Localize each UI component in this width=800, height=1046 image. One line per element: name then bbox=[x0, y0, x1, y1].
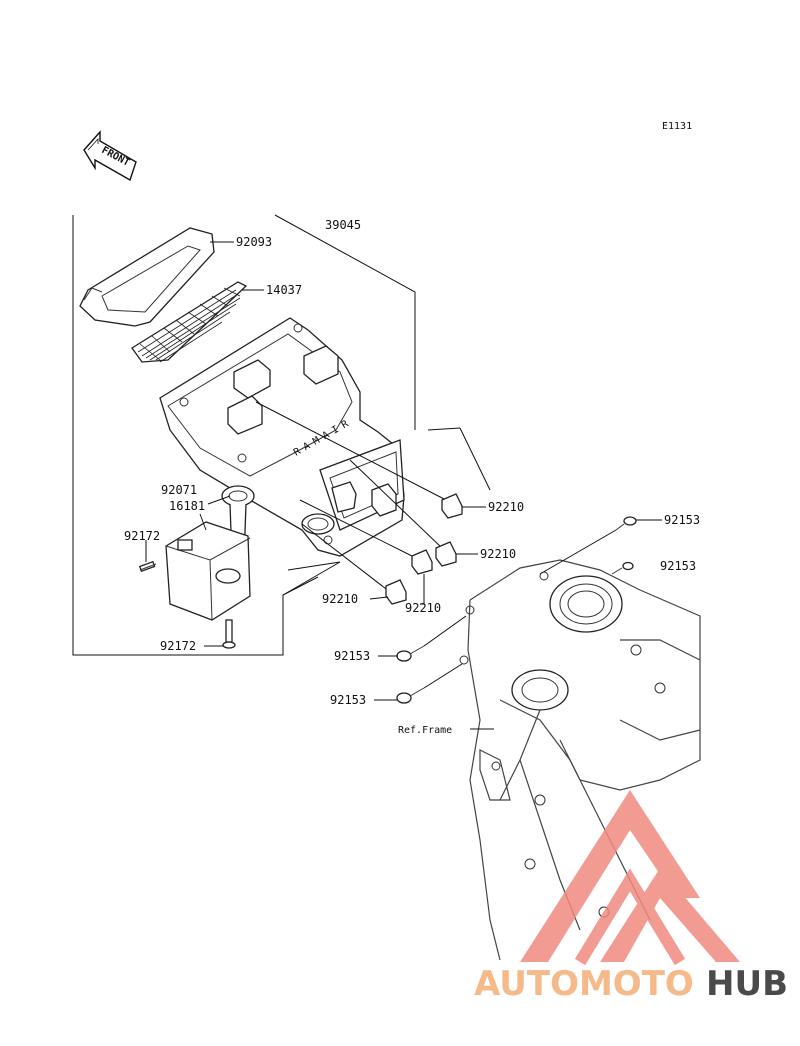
label-16181: 16181 bbox=[169, 499, 205, 513]
label-92071: 92071 bbox=[161, 483, 197, 497]
screw-92153-a bbox=[615, 516, 637, 531]
watermark-text: AUTOMOTO HUB bbox=[474, 964, 788, 1004]
label-92153-a: 92153 bbox=[664, 513, 700, 527]
screw-92153-b bbox=[611, 561, 634, 575]
label-92172-bottom: 92172 bbox=[160, 639, 196, 653]
label-92093: 92093 bbox=[236, 235, 272, 249]
reservoir-16181 bbox=[165, 521, 251, 621]
motorcycle-frame bbox=[459, 559, 701, 961]
diagram-code: E1131 bbox=[662, 121, 692, 132]
watermark-part2: HUB bbox=[706, 964, 788, 1004]
clip-92210-c bbox=[411, 549, 433, 575]
screw-92153-c bbox=[396, 645, 425, 662]
label-92210-c: 92210 bbox=[405, 601, 441, 615]
label-92210-a: 92210 bbox=[488, 500, 524, 514]
label-92172-top: 92172 bbox=[124, 529, 160, 543]
label-92153-c: 92153 bbox=[334, 649, 370, 663]
cover-frame-92093 bbox=[79, 227, 215, 327]
label-14037: 14037 bbox=[266, 283, 302, 297]
label-39045: 39045 bbox=[325, 218, 361, 232]
label-92210-d: 92210 bbox=[322, 592, 358, 606]
air-duct-housing: RAMAIR bbox=[159, 317, 405, 557]
front-arrow-icon: FRONT bbox=[83, 130, 137, 182]
clip-92210-d bbox=[385, 579, 407, 605]
label-ref-frame: Ref.Frame bbox=[398, 725, 452, 736]
watermark-logo-icon bbox=[520, 790, 740, 966]
clip-92210-b bbox=[435, 541, 457, 567]
mesh-screen-14037 bbox=[131, 281, 248, 363]
label-92210-b: 92210 bbox=[480, 547, 516, 561]
screw-92172-top bbox=[138, 560, 157, 573]
label-92153-b: 92153 bbox=[660, 559, 696, 573]
label-92153-d: 92153 bbox=[330, 693, 366, 707]
screw-92172-bottom bbox=[222, 619, 236, 649]
watermark-part1: AUTOMOTO bbox=[474, 964, 694, 1004]
assembly-bracket bbox=[72, 214, 416, 656]
screw-92153-d bbox=[396, 687, 425, 704]
clip-92210-a bbox=[441, 493, 463, 519]
